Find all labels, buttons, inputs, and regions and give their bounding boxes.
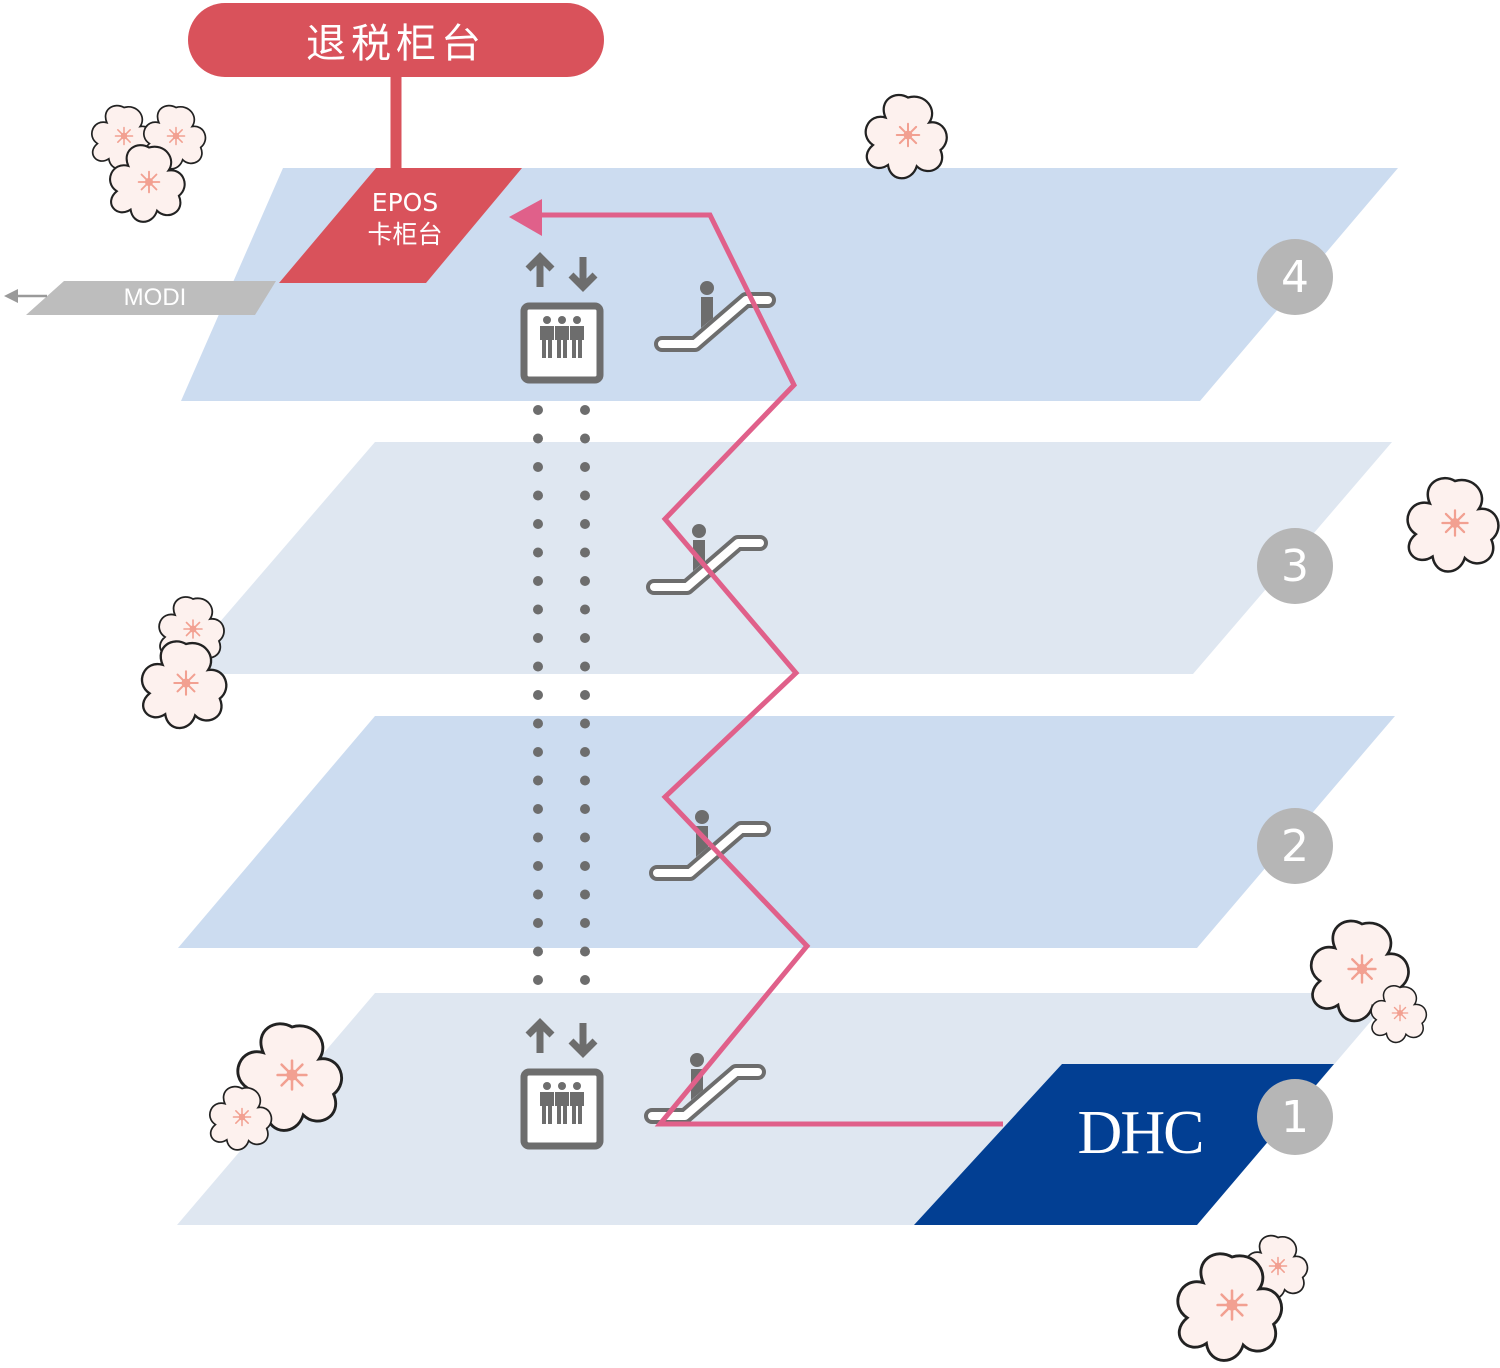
dhc-logo-label: DHC xyxy=(1077,1099,1205,1167)
floor-badge-2: 2 xyxy=(1257,808,1333,884)
shaft-dot xyxy=(533,604,543,615)
shaft-dot xyxy=(580,405,590,415)
shaft-dot xyxy=(533,775,543,786)
shaft-dot xyxy=(580,661,590,672)
shaft-dot xyxy=(580,747,590,757)
modi-connector xyxy=(26,281,276,315)
shaft-dot xyxy=(580,433,590,444)
shaft-dot xyxy=(580,718,590,729)
epos-counter-label: EPOS 卡柜台 xyxy=(340,187,470,251)
floor-2-plate xyxy=(178,716,1395,948)
flower-cluster-bottom-right xyxy=(1176,1234,1309,1362)
modi-label: MODI xyxy=(123,284,187,311)
shaft-dot xyxy=(533,747,543,757)
shaft-dot xyxy=(533,804,543,814)
shaft-dot xyxy=(580,519,590,529)
route-path xyxy=(535,212,1003,1127)
shaft-dot xyxy=(580,804,590,814)
shaft-dot xyxy=(533,433,543,444)
shaft-dot xyxy=(533,861,543,871)
shaft-dot xyxy=(533,718,543,729)
shaft-dot xyxy=(533,889,543,900)
shaft-dot xyxy=(533,690,543,700)
shaft-dot xyxy=(580,490,590,501)
tax-refund-counter-label: 退税柜台 xyxy=(188,3,604,77)
route-arrow-icon xyxy=(509,199,542,236)
shaft-dot xyxy=(580,889,590,900)
shaft-dot xyxy=(580,604,590,615)
epos-counter-block xyxy=(279,168,522,283)
epos-label-line2: 卡柜台 xyxy=(367,220,443,249)
shaft-dot xyxy=(580,576,590,586)
shaft-dot xyxy=(533,519,543,529)
shaft-dot xyxy=(533,633,543,643)
shaft-dot xyxy=(580,462,590,472)
dhc-shop-block xyxy=(914,1064,1334,1225)
floor-badge-3: 3 xyxy=(1257,528,1333,604)
shaft-dot xyxy=(580,690,590,700)
shaft-dot xyxy=(533,462,543,472)
shaft-dot xyxy=(533,547,543,558)
shaft-dot xyxy=(533,661,543,672)
shaft-dot xyxy=(533,946,543,957)
shaft-dot xyxy=(580,946,590,957)
shaft-dot xyxy=(580,633,590,643)
shaft-dot xyxy=(533,918,543,928)
floor-3-plate xyxy=(175,442,1392,674)
shaft-dot xyxy=(533,832,543,843)
flower-icon xyxy=(1406,476,1500,573)
floor-badge-1: 1 xyxy=(1257,1079,1333,1155)
shaft-dot xyxy=(533,576,543,586)
flower-cluster-top-left xyxy=(90,104,207,223)
shaft-dot xyxy=(580,775,590,786)
shaft-dot xyxy=(533,405,543,415)
epos-label-line1: EPOS xyxy=(371,188,439,217)
shaft-dot xyxy=(580,918,590,928)
shaft-dot xyxy=(533,490,543,501)
flower-icon xyxy=(864,93,948,180)
shaft-dot xyxy=(580,832,590,843)
shaft-dot xyxy=(533,975,543,985)
elevator-shaft xyxy=(533,405,590,985)
shaft-dot xyxy=(580,547,590,558)
modi-arrow-icon xyxy=(4,289,47,303)
floor-badge-4: 4 xyxy=(1257,239,1333,315)
floor-4-plate xyxy=(181,168,1398,401)
shaft-dot xyxy=(580,861,590,871)
shaft-dot xyxy=(580,975,590,985)
